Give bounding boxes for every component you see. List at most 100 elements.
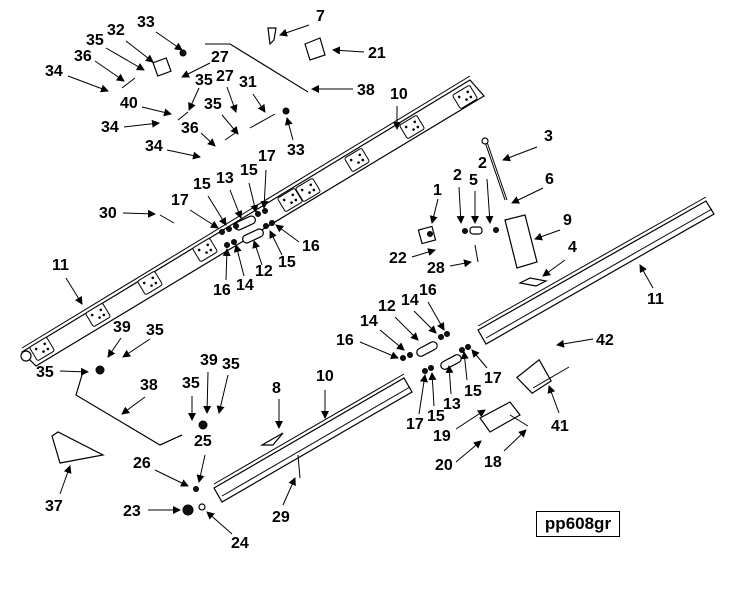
callout-number: 17 [406, 416, 424, 433]
leader-arrow [200, 132, 216, 147]
callout-number: 20 [435, 457, 453, 474]
callouts: 7 21 33 32 35 36 34 27 40 35 27 31 38 10… [36, 8, 664, 552]
leader-arrow [59, 367, 89, 376]
callout-24: 24 [206, 511, 249, 552]
callout-number: 11 [647, 291, 664, 308]
callout-30: 30 [99, 205, 156, 222]
callout-35c: 35 [204, 96, 239, 135]
callout-number: 35 [182, 375, 200, 392]
callout-20: 20 [435, 440, 482, 474]
leader-arrow [427, 301, 445, 331]
leader-arrow [123, 119, 160, 128]
callout-number: 30 [99, 205, 117, 222]
callout-1: 1 [429, 182, 442, 224]
callout-number: 35 [36, 364, 54, 381]
leader-arrow [502, 146, 538, 162]
leader-arrow [449, 259, 472, 268]
callout-40: 40 [120, 95, 172, 117]
callout-number: 17 [258, 148, 276, 165]
callout-number: 39 [113, 319, 131, 336]
callout-number: 3 [544, 128, 553, 145]
upper-joint-parts [159, 208, 275, 248]
leader-arrow [221, 114, 239, 135]
callout-number: 23 [123, 503, 141, 520]
callout-number: 36 [181, 120, 199, 137]
leader-arrow [233, 244, 245, 277]
leader-arrow [445, 365, 454, 395]
callout-12b: 12 [378, 298, 419, 341]
leader-arrow [252, 93, 266, 113]
callout-number: 26 [133, 455, 151, 472]
callout-38b: 38 [121, 377, 158, 415]
callout-25: 25 [194, 433, 212, 483]
callout-5: 5 [469, 172, 479, 224]
callout-35a: 35 [86, 32, 145, 71]
leader-arrow [65, 277, 83, 305]
callout-8: 8 [272, 380, 283, 429]
leader-arrow [188, 87, 200, 111]
callout-number: 39 [200, 352, 218, 369]
callout-number: 33 [137, 14, 155, 31]
callout-number: 7 [316, 8, 325, 25]
leader-arrow [428, 372, 437, 407]
callout-number: 14 [401, 292, 419, 309]
callout-number: 22 [389, 250, 407, 267]
callout-34a: 34 [45, 63, 109, 93]
callout-number: 38 [357, 82, 375, 99]
callout-number: 25 [194, 433, 212, 450]
callout-15c: 15 [269, 230, 296, 271]
callout-number: 35 [222, 356, 240, 373]
callout-number: 18 [484, 454, 502, 471]
callout-35g: 35 [182, 375, 200, 421]
leader-arrow [547, 385, 560, 414]
callout-number: 16 [419, 282, 437, 299]
callout-number: 10 [316, 368, 334, 385]
leader-arrow [122, 209, 156, 218]
callout-6: 6 [511, 171, 554, 204]
leader-arrow [222, 248, 231, 281]
callout-number: 31 [239, 74, 257, 91]
callout-13b: 13 [443, 365, 461, 413]
callout-18: 18 [484, 429, 527, 471]
callout-15e: 15 [427, 372, 445, 425]
leader-arrow [94, 60, 125, 82]
callout-33b: 33 [284, 117, 305, 159]
leader-arrow [359, 341, 399, 359]
leader-arrow [107, 337, 122, 358]
callout-27b: 27 [216, 68, 238, 113]
leader-arrow [252, 240, 263, 266]
callout-16d: 16 [419, 282, 445, 331]
callout-number: 24 [231, 535, 249, 552]
leader-arrow [122, 338, 151, 358]
leader-arrow [59, 465, 72, 495]
leader-arrow [503, 429, 527, 452]
leader-arrow [141, 106, 172, 117]
leader-arrow [556, 338, 594, 348]
callout-29: 29 [272, 477, 296, 526]
callout-number: 11 [52, 257, 69, 274]
leader-arrow [166, 149, 201, 160]
leader-arrow [189, 209, 219, 229]
callout-number: 8 [272, 380, 281, 397]
callout-number: 41 [551, 418, 569, 435]
callout-number: 15 [240, 162, 258, 179]
leader-arrow [542, 259, 566, 277]
callout-39a: 39 [107, 319, 131, 358]
callout-17c: 17 [471, 349, 502, 387]
callout-number: 36 [74, 48, 92, 65]
callout-number: 14 [360, 313, 378, 330]
leader-arrow [511, 187, 544, 204]
callout-number: 35 [204, 96, 222, 113]
callout-7: 7 [279, 8, 325, 37]
leader-arrow [67, 75, 109, 93]
callout-38a: 38 [311, 82, 375, 99]
callout-16b: 16 [213, 248, 231, 299]
callout-number: 16 [302, 238, 320, 255]
callout-number: 4 [568, 239, 577, 256]
leader-arrow [275, 224, 300, 243]
callout-35d: 35 [122, 322, 164, 358]
callout-21: 21 [332, 45, 386, 62]
callout-number: 10 [390, 86, 408, 103]
leader-arrow [379, 329, 405, 351]
leader-arrow [455, 409, 486, 430]
